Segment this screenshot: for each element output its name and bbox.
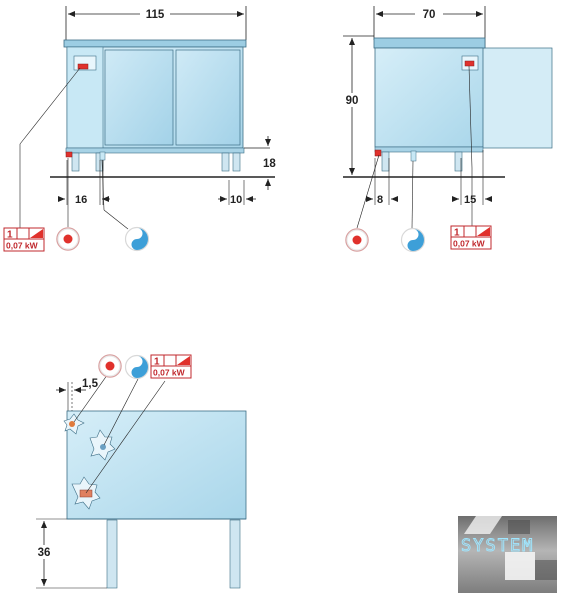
side-left-offset-label: 8: [377, 194, 383, 206]
logo-text: SYSTEM: [461, 536, 534, 556]
front-leg: [221, 152, 230, 172]
front-leg: [71, 152, 80, 172]
electric-badge-power: 0,07 kW: [453, 239, 486, 249]
front-view: 115 18 16: [3, 6, 276, 252]
water-drain-icon: [124, 354, 150, 380]
electric-cutout: [63, 413, 85, 435]
side-worktop: [373, 37, 486, 49]
front-leg: [232, 152, 241, 172]
side-view: 70 90 8 15: [342, 6, 553, 253]
water-cutout: [89, 429, 116, 461]
foot-height-label: 18: [263, 158, 276, 170]
electric-badge-power: 0,07 kW: [6, 241, 39, 251]
front-worktop: [63, 39, 247, 48]
system-logo: SYSTEM: [458, 516, 557, 593]
side-open-door: [476, 47, 553, 149]
side-depth-label: 70: [423, 9, 436, 21]
side-leg: [381, 151, 390, 172]
electric-badge-icon: 1 0,07 kW: [450, 225, 492, 250]
front-left-offset-label: 16: [75, 194, 87, 206]
rear-view: 1,5: [34, 354, 247, 589]
rear-leg: [229, 519, 241, 589]
front-door-left: [104, 49, 174, 146]
side-right-offset-label: 15: [464, 194, 476, 206]
red-dot-icon: [56, 227, 80, 251]
electric-badge-phase: 1: [7, 230, 13, 241]
top-offset-label: 1,5: [82, 378, 99, 390]
electric-badge-phase: 1: [454, 228, 460, 239]
electric-badge-phase: 1: [154, 357, 160, 368]
front-width-label: 115: [146, 9, 165, 21]
rear-cabinet: [66, 410, 247, 520]
leg-height-label: 36: [38, 547, 51, 559]
front-door-right: [175, 49, 241, 146]
height-label: 90: [346, 95, 359, 107]
water-drain-icon: [400, 227, 426, 253]
red-dot-icon: [345, 228, 369, 252]
electric-badge-power: 0,07 kW: [153, 368, 186, 378]
red-dot-icon: [98, 354, 122, 378]
rear-leg: [106, 519, 118, 589]
electric-badge-icon: 1 0,07 kW: [150, 354, 192, 379]
water-drain-icon: [124, 226, 150, 252]
side-leg: [454, 151, 463, 172]
front-right-offset-label: 10: [230, 194, 242, 206]
electric-badge-icon: 1 0,07 kW: [3, 227, 45, 252]
